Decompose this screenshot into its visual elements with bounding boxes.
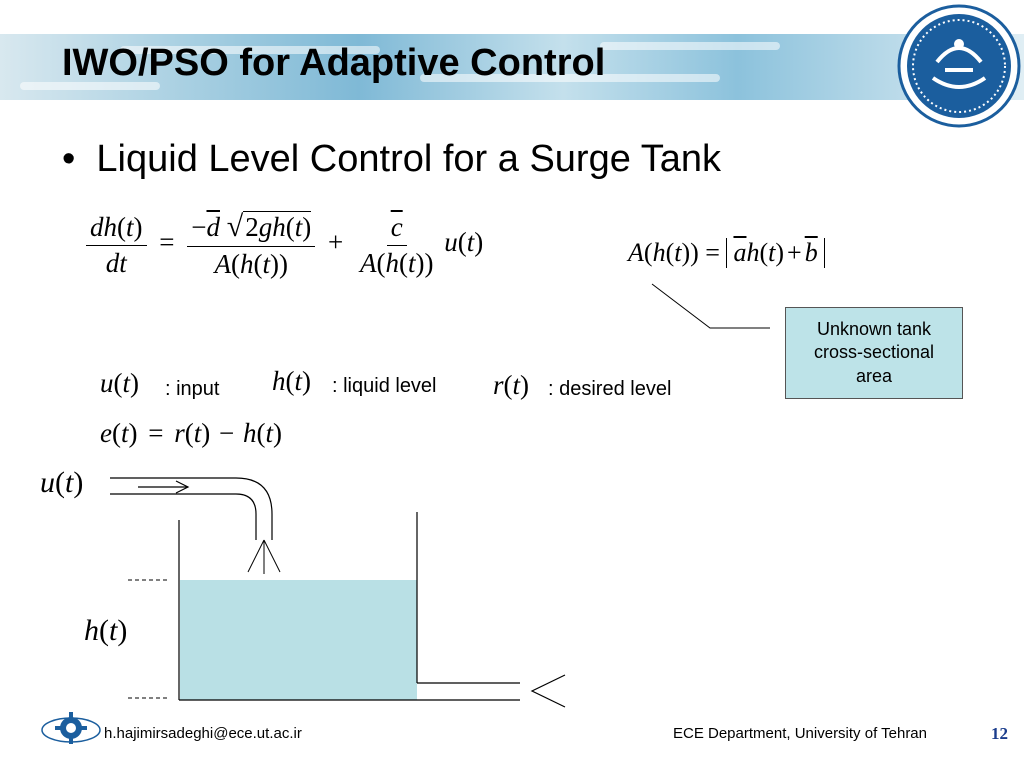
water-volume <box>180 580 417 700</box>
error-equation: e(t) = r(t) − h(t) <box>100 418 283 448</box>
area-callout-box: Unknown tank cross-sectional area <box>785 307 963 399</box>
title-band <box>0 34 1024 100</box>
inflow-label: u(t) <box>40 466 84 499</box>
outflow-fraction: −d √2gh(t) A(h(t)) <box>187 210 316 280</box>
input-symbol: u(t) <box>100 368 140 398</box>
desired-label: : desired level <box>548 378 672 400</box>
inflow-arrow-head <box>175 480 190 494</box>
area-equation: A(h(t)) = ah(t)+b <box>628 238 825 268</box>
footer-email: h.hajimirsadeghi@ece.ut.ac.ir <box>104 725 302 742</box>
level-label: : liquid level <box>332 375 437 397</box>
level-dynamics-equation: dh(t) dt = −d √2gh(t) A(h(t)) + c A(h(t)… <box>86 210 483 280</box>
department-gear-logo-icon <box>41 712 101 744</box>
bullet-text: Liquid Level Control for a Surge Tank <box>96 138 721 180</box>
university-of-tehran-seal-icon <box>897 4 1021 128</box>
slide-title: IWO/PSO for Adaptive Control <box>62 42 606 84</box>
footer-department: ECE Department, University of Tehran <box>673 725 927 742</box>
bullet-item: • Liquid Level Control for a Surge Tank <box>62 138 721 181</box>
spray-line-right <box>263 539 281 573</box>
bullet-marker: • <box>62 138 97 180</box>
level-label-diagram: h(t) <box>84 614 128 647</box>
input-label: : input <box>165 378 220 400</box>
spray-line-left <box>247 539 265 573</box>
outflow-arrow <box>530 674 566 708</box>
desired-symbol: r(t) <box>493 370 530 400</box>
level-symbol: h(t) <box>272 366 312 396</box>
callout-leader-line <box>651 283 770 329</box>
page-number: 12 <box>991 724 1008 743</box>
inlet-pipe-inner <box>110 493 257 540</box>
derivative-fraction: dh(t) dt <box>86 212 147 279</box>
inlet-pipe-outer <box>110 477 273 540</box>
inflow-fraction: c A(h(t)) <box>359 211 434 278</box>
